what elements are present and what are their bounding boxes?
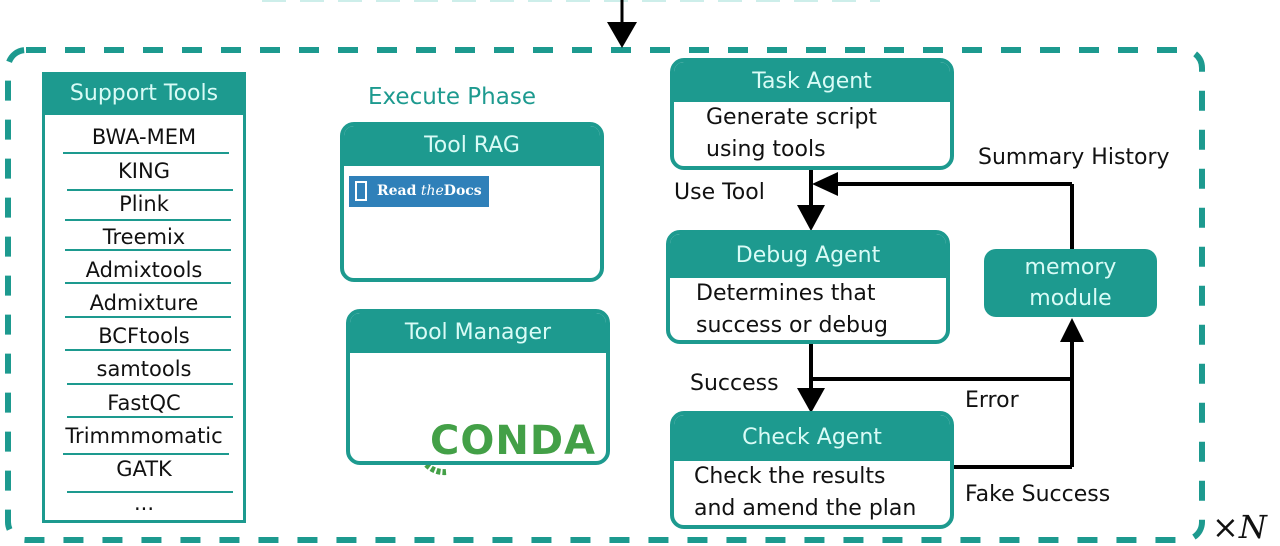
check-agent-title: Check Agent bbox=[674, 415, 950, 461]
tool-item: BCFtools bbox=[98, 324, 190, 348]
check-agent-desc-line: Check the results bbox=[694, 464, 886, 489]
divider bbox=[63, 152, 229, 154]
tool-item: Plink bbox=[119, 192, 169, 216]
support-tools-panel: Support Tools BWA-MEM KING Plink Treemix… bbox=[42, 72, 246, 523]
tool-item: Treemix bbox=[102, 225, 186, 249]
book-icon bbox=[355, 181, 367, 201]
edge-label-fake-success: Fake Success bbox=[965, 482, 1111, 507]
memory-module: memory module bbox=[984, 249, 1157, 317]
edge-label-error: Error bbox=[965, 388, 1019, 413]
tool-item: samtools bbox=[96, 357, 192, 381]
tool-manager-card: Tool Manager bbox=[346, 309, 610, 465]
debug-agent-desc-line: success or debug bbox=[696, 313, 888, 338]
edge-label-success: Success bbox=[690, 371, 779, 396]
debug-agent-title: Debug Agent bbox=[670, 234, 946, 278]
divider bbox=[65, 282, 231, 284]
divider bbox=[65, 219, 231, 221]
check-agent-desc-line: and amend the plan bbox=[694, 496, 917, 521]
task-agent-card: Task Agent Generate script using tools bbox=[670, 58, 954, 170]
conda-logo-text: CONDA bbox=[430, 418, 596, 464]
rtd-the: the bbox=[420, 183, 444, 199]
tool-item: ... bbox=[133, 491, 155, 515]
arrow-task-to-debug bbox=[797, 167, 825, 231]
divider bbox=[67, 383, 233, 385]
debug-agent-card: Debug Agent Determines that success or d… bbox=[666, 230, 950, 344]
tool-item: GATK bbox=[116, 457, 172, 481]
rtd-docs: Docs bbox=[443, 183, 482, 199]
tool-item: Admixtools bbox=[85, 258, 203, 282]
arrow-summary-history bbox=[812, 172, 1074, 250]
tool-item: Admixture bbox=[89, 291, 199, 315]
tool-item: Trimmmomatic bbox=[65, 424, 223, 448]
arrow-debug-to-check bbox=[797, 343, 825, 413]
tool-item: KING bbox=[118, 159, 170, 183]
divider bbox=[67, 491, 233, 493]
tool-manager-title: Tool Manager bbox=[350, 313, 606, 353]
read-the-docs-logo: Read theDocs bbox=[349, 176, 489, 207]
task-agent-desc-line: using tools bbox=[706, 137, 826, 162]
divider bbox=[65, 249, 231, 251]
edge-label-summary-history: Summary History bbox=[978, 145, 1170, 170]
tool-item: BWA-MEM bbox=[91, 125, 197, 149]
support-tools-title: Support Tools bbox=[45, 75, 243, 115]
loop-frame bbox=[5, 47, 1205, 543]
memory-module-line: memory bbox=[1024, 255, 1117, 280]
task-agent-desc-line: Generate script bbox=[706, 105, 878, 130]
memory-module-line: module bbox=[1029, 286, 1112, 311]
incoming-arrow bbox=[607, 0, 637, 48]
tool-item: FastQC bbox=[107, 391, 181, 415]
divider bbox=[67, 189, 233, 191]
loop-count-label: ×N bbox=[1212, 508, 1267, 546]
divider bbox=[67, 416, 233, 418]
edge-label-use-tool: Use Tool bbox=[674, 180, 765, 205]
tool-rag-title: Tool RAG bbox=[344, 126, 600, 166]
task-agent-title: Task Agent bbox=[674, 62, 950, 102]
divider bbox=[63, 453, 229, 455]
divider bbox=[65, 349, 231, 351]
execute-phase-label: Execute Phase bbox=[368, 84, 536, 110]
check-agent-card: Check Agent Check the results and amend … bbox=[670, 411, 954, 529]
arrow-error-to-memory bbox=[811, 318, 1084, 467]
divider bbox=[65, 316, 231, 318]
debug-agent-desc-line: Determines that bbox=[696, 281, 876, 306]
rtd-read: Read bbox=[377, 183, 417, 199]
